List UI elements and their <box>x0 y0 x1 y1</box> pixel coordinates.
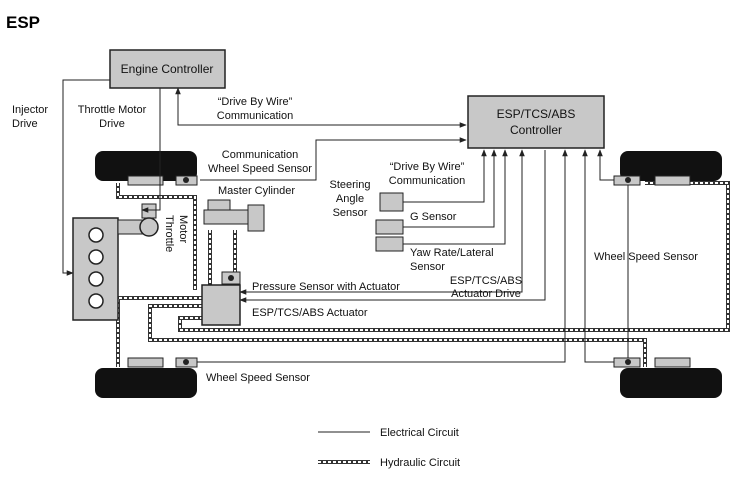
labels: Injector Drive Throttle Motor Drive “Dri… <box>12 96 698 384</box>
legend-electrical-label: Electrical Circuit <box>380 427 459 439</box>
legend: Electrical Circuit Hydraulic Circuit <box>318 427 460 469</box>
throttle-motor <box>117 203 159 237</box>
actuator-label: ESP/TCS/ABS Actuator <box>252 307 368 319</box>
steering-angle-label-1: Steering <box>330 179 371 191</box>
tire-front-left <box>95 151 197 181</box>
pressure-sensor-label: Pressure Sensor with Actuator <box>252 281 400 293</box>
comm-wss-label-2: Wheel Speed Sensor <box>208 163 312 175</box>
tire-rear-right <box>620 368 722 398</box>
engine-block <box>72 217 119 321</box>
hydraulic-circuits <box>116 181 730 367</box>
dbw-mid-label-1: “Drive By Wire” <box>390 161 465 173</box>
g-sensor-label: G Sensor <box>410 211 457 223</box>
esp-controller-label-1: ESP/TCS/ABS <box>497 107 576 121</box>
sensors <box>375 192 404 252</box>
dbw-top-label-1: “Drive By Wire” <box>218 96 293 108</box>
engine-controller: Engine Controller <box>109 49 226 89</box>
master-cylinder-label: Master Cylinder <box>218 185 295 197</box>
diagram-title: ESP <box>6 13 40 32</box>
injector-drive-label-1: Injector <box>12 104 48 116</box>
throttle-motor-drive-label-1: Throttle Motor <box>78 104 147 116</box>
actuator-drive-label-2: Actuator Drive <box>451 288 521 300</box>
yaw-rate-label-1: Yaw Rate/Lateral <box>410 247 494 259</box>
throttle-motor-drive-label-2: Drive <box>99 118 125 130</box>
throttle-motor-label-2: Motor <box>177 215 189 243</box>
injector-drive-label-2: Drive <box>12 118 38 130</box>
comm-wss-label-1: Communication <box>222 149 298 161</box>
esp-controller: ESP/TCS/ABS Controller <box>467 95 605 149</box>
steering-angle-label-2: Angle <box>336 193 364 205</box>
steering-angle-label-3: Sensor <box>333 207 368 219</box>
esp-actuator <box>201 271 241 326</box>
master-cylinder <box>203 199 265 232</box>
steering-angle-sensor <box>379 192 404 212</box>
yaw-rate-label-2: Sensor <box>410 261 445 273</box>
throttle-motor-label-1: Throttle <box>163 215 175 252</box>
esp-controller-label-2: Controller <box>510 123 562 137</box>
wheel-speed-right-label: Wheel Speed Sensor <box>594 251 698 263</box>
engine-controller-label: Engine Controller <box>121 62 214 76</box>
dbw-mid-label-2: Communication <box>389 175 465 187</box>
yaw-rate-sensor <box>375 236 404 252</box>
tires <box>95 151 722 398</box>
electrical-circuits <box>62 79 629 363</box>
actuator-drive-label-1: ESP/TCS/ABS <box>450 275 522 287</box>
tire-rear-left <box>95 368 197 398</box>
wheel-speed-bottom-label: Wheel Speed Sensor <box>206 372 310 384</box>
legend-hydraulic-label: Hydraulic Circuit <box>380 457 460 469</box>
tire-front-right <box>620 151 722 181</box>
brake-calipers <box>127 175 691 368</box>
dbw-top-label-2: Communication <box>217 110 293 122</box>
g-sensor <box>375 219 404 235</box>
